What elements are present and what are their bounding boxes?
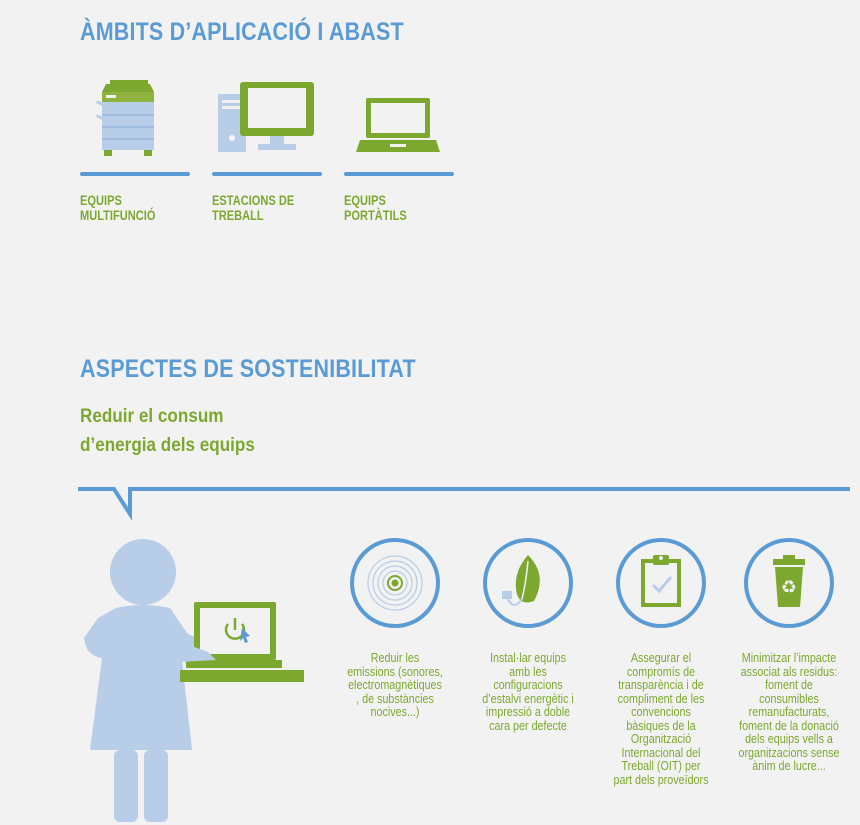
- workstation-icon: [218, 82, 314, 156]
- speech-bubble-line: [78, 484, 850, 520]
- recycle-bin-icon: ♻: [743, 537, 835, 629]
- equip-label-estacions: ESTACIONS DE TREBALL: [212, 193, 295, 223]
- sustainability-subtitle: Reduir el consum d’energia dels equips: [80, 406, 255, 456]
- aspect-description-4: Minimitzar l’impacte associat als residu…: [738, 651, 840, 773]
- underline-equip-1: [80, 172, 190, 176]
- laptop-icon: [356, 98, 440, 156]
- svg-text:♻: ♻: [781, 577, 797, 598]
- aspect-description-2: Instal·lar equips amb les configuracions…: [482, 651, 574, 733]
- clipboard-check-icon: [615, 537, 707, 629]
- underline-equip-2: [212, 172, 322, 176]
- aspect-description-1: Reduir les emissions (sonores, electroma…: [347, 651, 443, 719]
- equip-label-portatils: EQUIPS PORTÀTILS: [344, 193, 407, 223]
- section-title-aspectes: ASPECTES DE SOSTENIBILITAT: [80, 355, 416, 383]
- multifunction-printer-icon: [96, 80, 158, 156]
- person-laptop-illustration: [76, 538, 306, 825]
- emission-waves-icon: [349, 537, 441, 629]
- underline-equip-3: [344, 172, 454, 176]
- equip-label-multifuncio: EQUIPS MULTIFUNCIÓ: [80, 193, 156, 223]
- leaf-plug-icon: [482, 537, 574, 629]
- aspect-description-3: Assegurar el compromís de transparència …: [613, 651, 709, 787]
- section-title-ambits: ÀMBITS D’APLICACIÓ I ABAST: [80, 18, 404, 46]
